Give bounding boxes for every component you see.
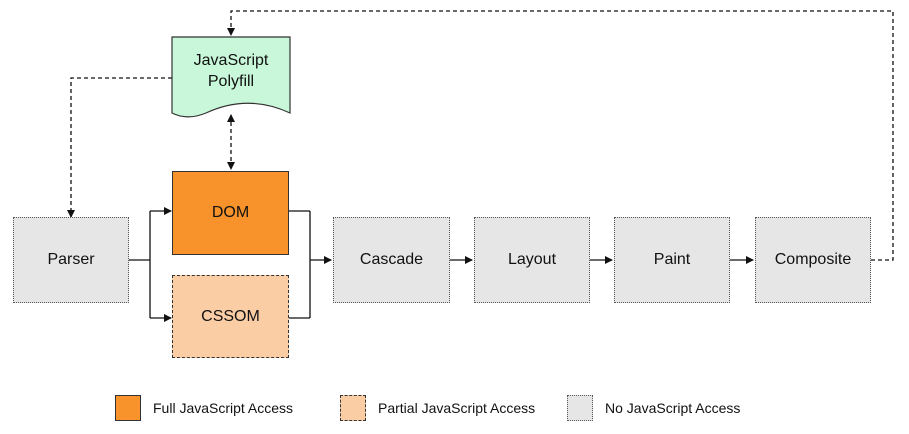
legend-item-partial: Partial JavaScript Access	[340, 395, 535, 421]
arrow-polyfill-to-parser	[67, 77, 172, 218]
dom-cssom-merge-connector	[289, 210, 311, 319]
paint-node: Paint	[614, 217, 730, 303]
legend-item-full: Full JavaScript Access	[115, 395, 293, 421]
parser-label: Parser	[47, 251, 95, 268]
cssom-label: CSSOM	[201, 307, 260, 325]
cascade-label: Cascade	[359, 251, 424, 268]
legend-swatch-none	[567, 395, 593, 421]
polyfill-label: JavaScript Polyfill	[193, 52, 269, 90]
paint-label: Paint	[653, 251, 691, 268]
parser-to-dom-cssom-connector	[129, 211, 151, 318]
legend-label-none: No JavaScript Access	[605, 400, 741, 416]
legend-swatch-full	[115, 395, 141, 421]
legend-label-partial: Partial JavaScript Access	[378, 400, 536, 416]
arrow-composite-to-polyfill	[227, 10, 894, 261]
composite-node: Composite	[755, 217, 871, 303]
parser-node: Parser	[13, 217, 129, 303]
dom-label: DOM	[211, 204, 250, 221]
dom-node: DOM	[172, 171, 289, 255]
cssom-node: CSSOM	[172, 275, 289, 358]
legend-item-none: No JavaScript Access	[567, 395, 740, 421]
cascade-node: Cascade	[333, 217, 450, 303]
composite-label: Composite	[774, 251, 852, 268]
polyfill-shape	[171, 36, 291, 118]
layout-label: Layout	[507, 251, 557, 268]
legend-swatch-partial	[340, 395, 366, 421]
layout-node: Layout	[474, 217, 590, 303]
legend-label-full: Full JavaScript Access	[153, 400, 294, 416]
